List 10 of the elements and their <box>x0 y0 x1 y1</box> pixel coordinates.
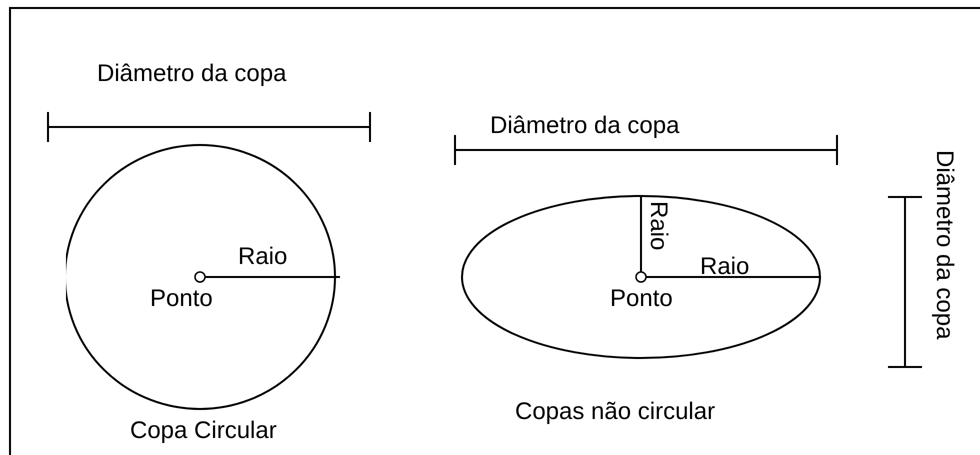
dimension-label: Diâmetro da copa <box>97 60 286 88</box>
radius-label: Raio <box>644 201 672 250</box>
shape-caption: Copas não circular <box>515 398 716 426</box>
radius-label: Raio <box>700 253 750 281</box>
radius-label: Raio <box>238 243 288 271</box>
shape-caption: Copa Circular <box>130 417 277 445</box>
dimension-label: Diâmetro da copa <box>490 112 680 140</box>
point-label: Ponto <box>610 285 673 313</box>
dimension-label: Diâmetro da copa <box>930 150 958 340</box>
point-label: Ponto <box>150 285 213 313</box>
